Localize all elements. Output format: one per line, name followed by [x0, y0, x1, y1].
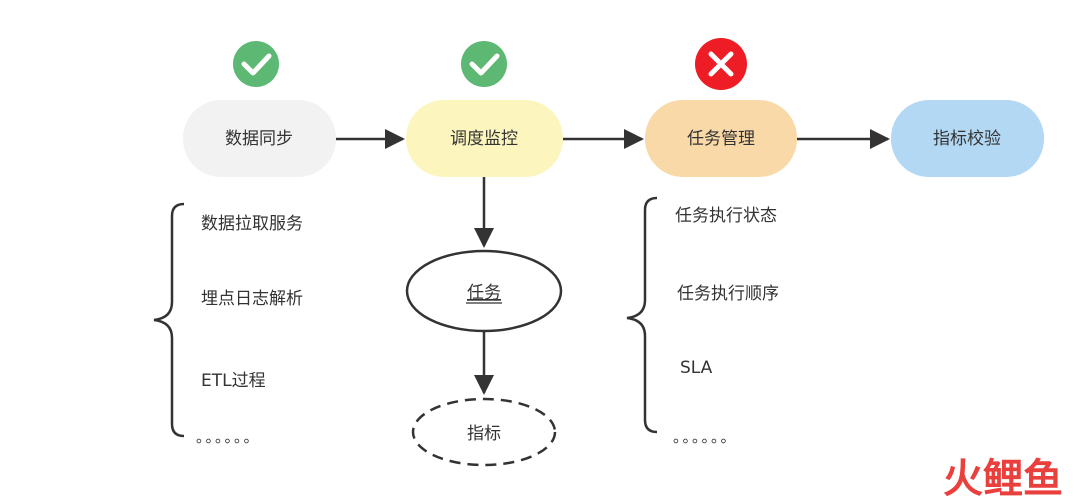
- right-list-item: 任务执行顺序: [677, 284, 779, 304]
- stage-label: 指标校验: [933, 129, 1001, 149]
- left-brace: [153, 202, 185, 438]
- right-list-item: 任务执行状态: [675, 206, 777, 226]
- left-list-item: 埋点日志解析: [201, 289, 303, 309]
- stage-metric-check: 指标校验: [891, 100, 1044, 177]
- check-icon: [461, 41, 507, 87]
- error-icon: [695, 38, 747, 90]
- stage-label: 调度监控: [450, 129, 518, 149]
- metric-node: 指标: [411, 397, 557, 467]
- check-icon: [233, 41, 279, 87]
- metric-label: 指标: [467, 424, 501, 444]
- right-list-item: SLA: [680, 358, 713, 378]
- stage-task-management: 任务管理: [645, 100, 797, 177]
- right-list-item: 。。。。。。: [673, 428, 738, 446]
- stage-schedule-monitor: 调度监控: [406, 100, 563, 177]
- stage-label: 任务管理: [687, 129, 755, 149]
- left-list-item: 数据拉取服务: [201, 214, 303, 234]
- right-brace: [626, 196, 658, 434]
- stage-label: 数据同步: [225, 129, 293, 149]
- left-list-item: 。。。。。。: [196, 428, 261, 446]
- stage-data-sync: 数据同步: [183, 100, 336, 177]
- watermark-logo: 火鲤鱼: [943, 456, 1063, 502]
- left-list-item: ETL过程: [201, 371, 266, 391]
- task-node: 任务: [405, 249, 563, 333]
- task-label: 任务: [467, 283, 501, 303]
